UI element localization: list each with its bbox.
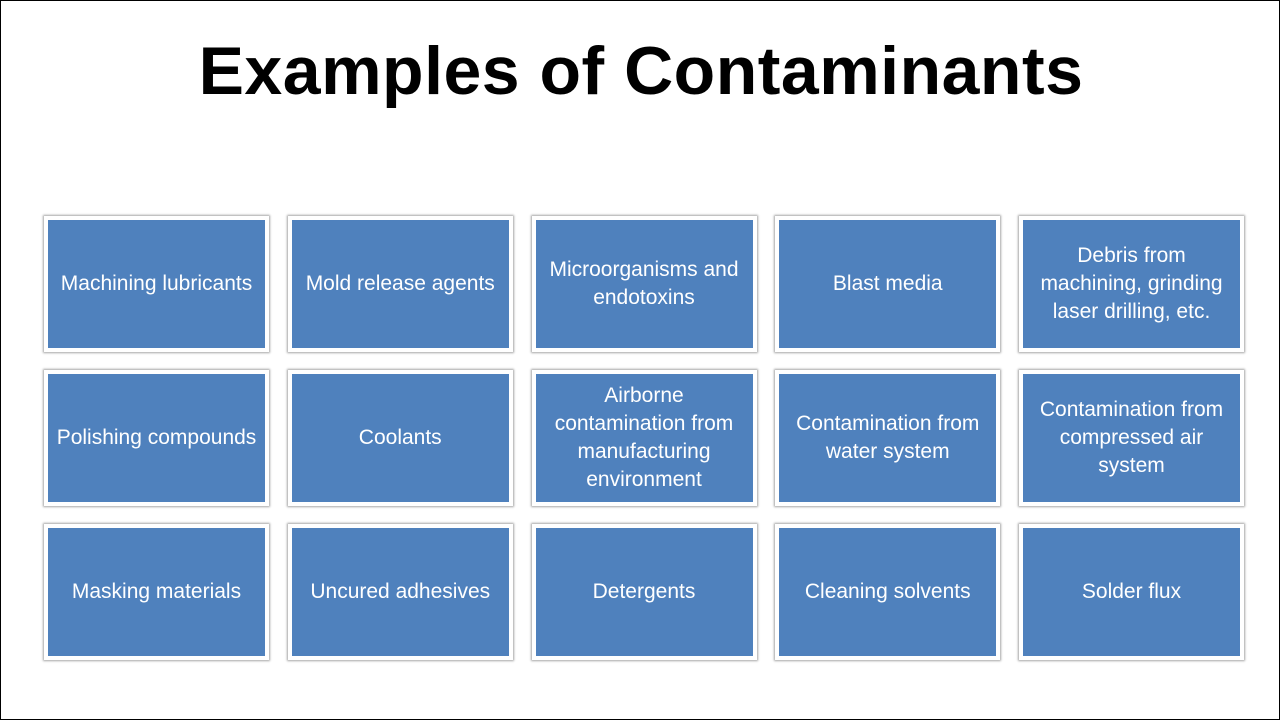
tile-polishing-compounds: Polishing compounds [44,370,269,506]
slide-title: Examples of Contaminants [198,33,1084,109]
tile-uncured-adhesives: Uncured adhesives [287,524,513,660]
tile-label: Contamination from water system [796,412,980,463]
tile-masking-materials: Masking materials [44,524,269,660]
tile-label: Mold release agents [305,272,495,295]
tile-blast-media: Blast media [775,216,1001,352]
tile-solder-flux: Solder flux [1019,524,1244,660]
tile-mold-release-agents: Mold release agents [287,216,513,352]
tile-label: Uncured adhesives [310,580,491,603]
tile-detergents: Detergents [531,524,757,660]
tile-label: Detergents [592,580,696,603]
tile-coolants: Coolants [287,370,513,506]
tile-label: Contamination from compressed air system [1039,398,1224,477]
tile-microorganisms-endotoxins: Microorganisms and endotoxins [531,216,757,352]
tile-cleaning-solvents: Cleaning solvents [775,524,1001,660]
tile-label: Coolants [358,426,442,449]
tile-label: Airborne contamination from manufacturin… [554,384,734,491]
tile-label: Polishing compounds [56,426,257,449]
tile-label: Masking materials [71,580,242,603]
tile-label: Cleaning solvents [804,580,971,603]
tile-water-system: Contamination from water system [775,370,1001,506]
tile-compressed-air: Contamination from compressed air system [1019,370,1244,506]
tile-machining-lubricants: Machining lubricants [44,216,269,352]
tile-label: Microorganisms and endotoxins [549,258,739,309]
tile-airborne-contamination: Airborne contamination from manufacturin… [531,370,757,506]
tile-label: Blast media [832,272,943,295]
tile-debris: Debris from machining, grinding laser dr… [1019,216,1244,352]
tile-label: Solder flux [1081,580,1182,603]
tile-label: Debris from machining, grinding laser dr… [1040,244,1223,323]
contaminant-grid: Machining lubricants Mold release agents… [44,216,1244,660]
tile-label: Machining lubricants [60,272,253,295]
